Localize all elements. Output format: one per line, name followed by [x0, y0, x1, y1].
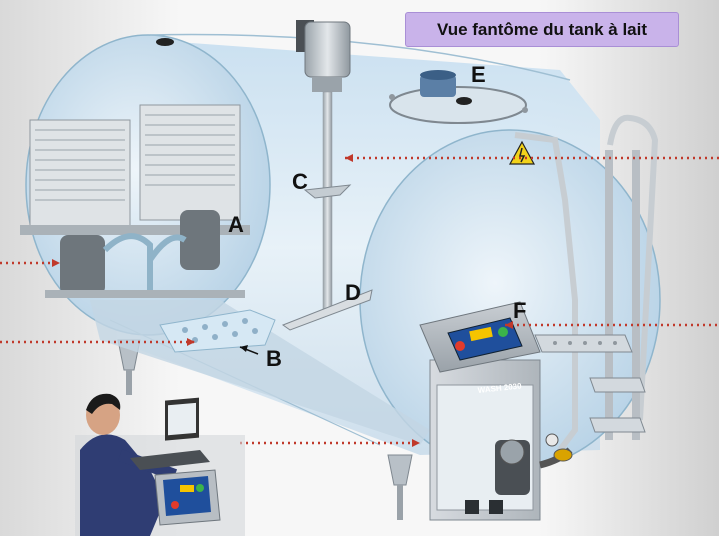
label-e: E — [471, 62, 486, 87]
agitator — [281, 20, 373, 331]
pointer-lines — [0, 156, 719, 445]
label-b: B — [266, 346, 282, 371]
wash-cabinet: WASH 2030 — [419, 301, 573, 521]
agitator-motor — [304, 21, 351, 78]
warning-sign-icon — [508, 140, 536, 165]
label-a: A — [228, 212, 244, 237]
pointer-arrowheads — [52, 154, 513, 447]
label-c: C — [292, 169, 308, 194]
manhole-vent — [420, 75, 456, 97]
operator-figure — [75, 393, 245, 536]
diagram-title: Vue fantôme du tank à lait — [405, 12, 679, 47]
agitator-shaft — [322, 91, 333, 313]
compressor-1 — [60, 235, 105, 295]
access-stairs — [534, 150, 646, 440]
label-f: F — [513, 298, 527, 323]
manhole — [389, 70, 528, 124]
refrigeration-unit — [20, 104, 250, 298]
operator-body — [80, 434, 165, 536]
label-d: D — [345, 280, 361, 305]
wash-pipe — [514, 114, 659, 452]
laptop-base — [130, 450, 210, 470]
agitator-blade-d — [281, 289, 373, 331]
agitator-blade-c — [303, 184, 352, 199]
compressor-2 — [180, 210, 220, 270]
top-vent — [156, 38, 174, 46]
